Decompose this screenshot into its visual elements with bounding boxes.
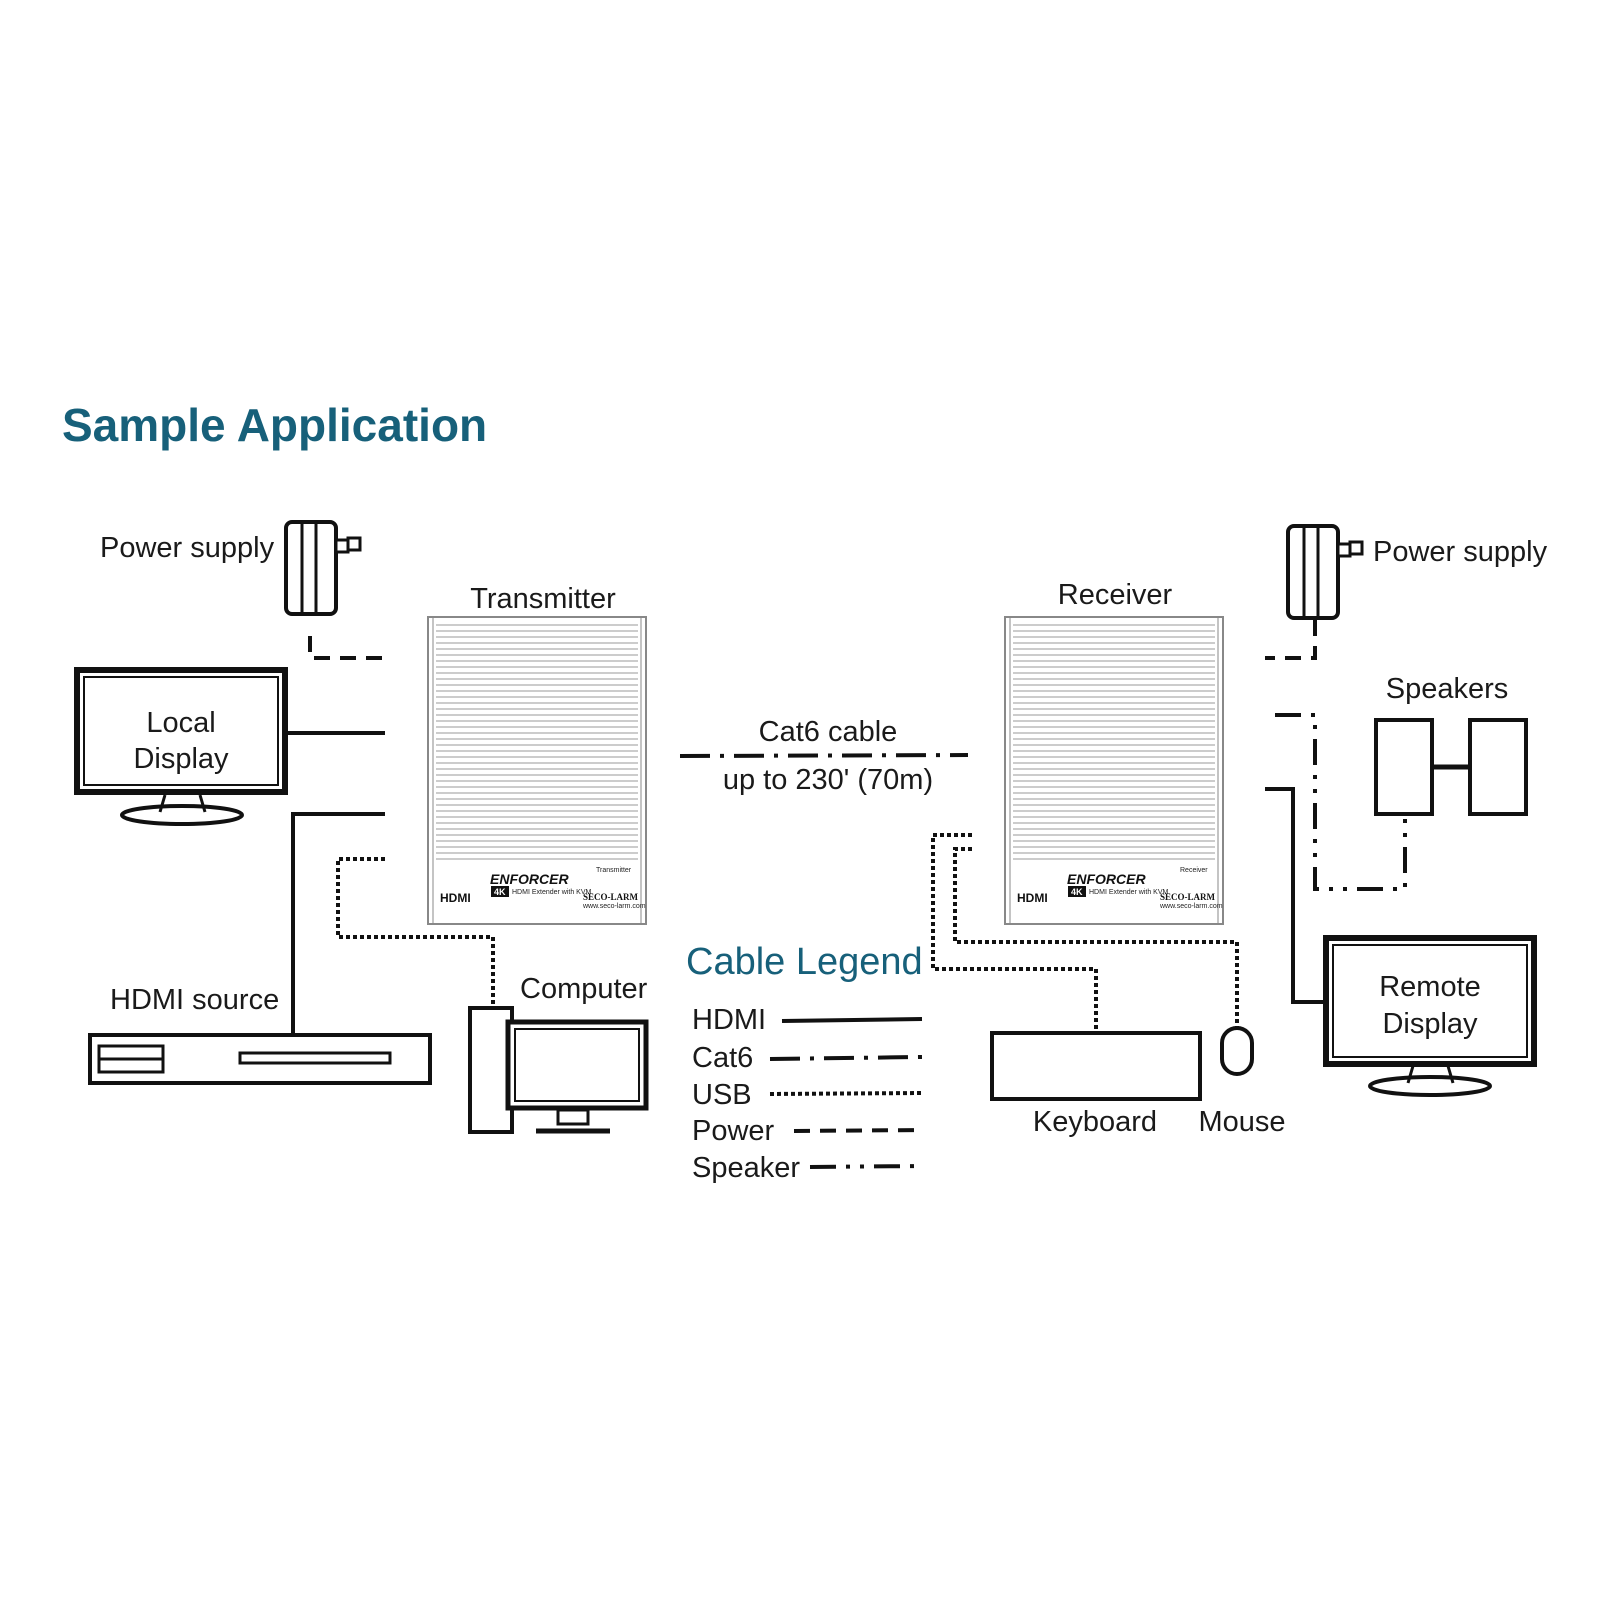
remote-display-label-line2: Display (1382, 1008, 1478, 1040)
legend-line-usb (769, 1091, 923, 1096)
cable-cat6-link (679, 753, 969, 758)
speakers-icon (1374, 718, 1528, 816)
transmitter-label: Transmitter (470, 583, 616, 615)
cable-legend: HDMI Cat6 USB Power Speaker (692, 1004, 923, 1184)
speakers-label: Speakers (1386, 673, 1509, 705)
cable-usb-mouse (953, 847, 1239, 1028)
receiver-hdmi-logo: HDMI (1017, 891, 1048, 905)
computer-icon (468, 1006, 649, 1134)
cable-usb-computer (336, 857, 495, 1008)
receiver-tag: Receiver (1180, 867, 1208, 874)
cables (287, 620, 1407, 1035)
cable-power-right (1265, 620, 1317, 660)
cable-speaker (1275, 713, 1407, 891)
transmitter-subtitle: HDMI Extender with KVM (512, 889, 592, 896)
receiver-label: Receiver (1058, 579, 1173, 611)
page-title: Sample Application (62, 399, 487, 451)
legend-label-cat6: Cat6 (692, 1042, 753, 1074)
receiver-website: www.seco-larm.com (1159, 903, 1223, 910)
remote-display-icon (1323, 935, 1537, 1097)
receiver-brand: ENFORCER (1067, 871, 1146, 887)
cat6-cable-label: Cat6 cable (759, 716, 898, 748)
receiver-device: ENFORCER 4K HDMI Extender with KVM Recei… (1004, 616, 1224, 925)
receiver-vent-slats (1013, 624, 1215, 860)
cable-legend-title: Cable Legend (686, 941, 923, 983)
receiver-badge: 4K (1071, 887, 1083, 897)
mouse-icon (1220, 1026, 1254, 1076)
remote-display-label-line1: Remote (1379, 971, 1481, 1003)
legend-line-speaker (809, 1164, 923, 1169)
hdmi-source-icon (88, 1033, 432, 1085)
cable-usb-keyboard (931, 833, 1098, 1033)
legend-label-power: Power (692, 1115, 775, 1147)
transmitter-website: www.seco-larm.com (582, 903, 646, 910)
local-display-label-line1: Local (146, 707, 215, 739)
cable-power-left (308, 636, 385, 660)
keyboard-label: Keyboard (1033, 1106, 1157, 1138)
transmitter-badge: 4K (494, 887, 506, 897)
transmitter-device: ENFORCER 4K HDMI Extender with KVM Trans… (427, 616, 647, 925)
power-supply-left-label: Power supply (100, 532, 275, 564)
legend-line-hdmi (781, 1017, 923, 1023)
legend-label-usb: USB (692, 1079, 752, 1111)
keyboard-icon (990, 1031, 1202, 1101)
power-supply-right-icon (1286, 524, 1364, 620)
receiver-maker: SECO-LARM (1160, 892, 1216, 902)
cat6-distance-label: up to 230' (70m) (723, 764, 933, 796)
receiver-subtitle: HDMI Extender with KVM (1089, 889, 1169, 896)
power-supply-left-icon (284, 520, 362, 616)
transmitter-vent-slats (436, 624, 638, 860)
transmitter-maker: SECO-LARM (583, 892, 639, 902)
cable-hdmi-remote-display (1265, 787, 1329, 1004)
transmitter-brand: ENFORCER (490, 871, 569, 887)
legend-line-power (793, 1128, 923, 1133)
cable-hdmi-source (291, 812, 385, 1035)
legend-label-hdmi: HDMI (692, 1004, 766, 1036)
hdmi-source-label: HDMI source (110, 984, 279, 1016)
transmitter-tag: Transmitter (596, 867, 632, 874)
power-supply-right-label: Power supply (1373, 536, 1548, 568)
local-display-label-line2: Display (133, 743, 229, 775)
transmitter-hdmi-logo: HDMI (440, 891, 471, 905)
computer-label: Computer (520, 973, 648, 1005)
legend-label-speaker: Speaker (692, 1152, 800, 1184)
mouse-label: Mouse (1198, 1106, 1285, 1138)
legend-line-cat6 (769, 1055, 923, 1061)
local-display-icon (74, 667, 288, 826)
